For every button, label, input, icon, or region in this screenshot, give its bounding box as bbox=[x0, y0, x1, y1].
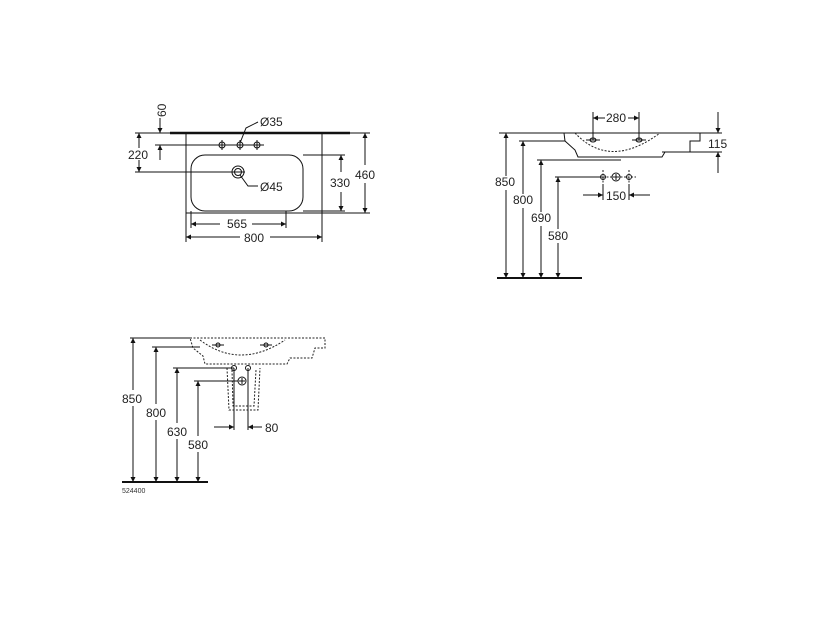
dim-pedestal-supply-height: 580 bbox=[188, 438, 208, 452]
tap-marker-icons bbox=[586, 137, 646, 143]
dim-basin-inner-depth: 330 bbox=[330, 176, 350, 190]
dim-waste-height: 690 bbox=[531, 211, 551, 225]
side-view-wall: 280 115 150 850 bbox=[495, 111, 727, 279]
dim-pedestal-waste-height: 630 bbox=[167, 425, 187, 439]
dim-pedestal-rim-height: 850 bbox=[122, 392, 142, 406]
dim-basin-inner-width: 565 bbox=[227, 217, 247, 231]
dim-supply-spacing: 150 bbox=[606, 189, 626, 203]
pedestal-tap-marker-icons bbox=[212, 342, 272, 348]
side-view-pedestal: 80 850 800 630 580 524400 bbox=[122, 337, 326, 495]
dim-overall-depth: 460 bbox=[355, 168, 375, 182]
dim-tap-spacing: 280 bbox=[606, 111, 626, 125]
dim-underside-height: 800 bbox=[513, 193, 533, 207]
dim-rim-thickness: 115 bbox=[708, 137, 727, 151]
pedestal-supply-marker-icons bbox=[231, 365, 251, 430]
tap-hole-icons bbox=[214, 140, 264, 150]
product-code: 524400 bbox=[122, 488, 145, 495]
dim-pedestal-supply-spacing: 80 bbox=[265, 421, 279, 435]
dim-pedestal-underside-height: 800 bbox=[146, 406, 166, 420]
dim-waste-diameter: Ø45 bbox=[260, 180, 283, 194]
dim-deck-thickness: 60 bbox=[155, 103, 169, 117]
dim-tap-hole-diameter: Ø35 bbox=[260, 115, 283, 129]
top-view: Ø35 Ø45 60 220 330 460 565 bbox=[128, 103, 375, 245]
dim-overall-width: 800 bbox=[244, 231, 264, 245]
dim-supply-height: 580 bbox=[548, 229, 568, 243]
dim-tap-hole-offset: 220 bbox=[128, 148, 148, 162]
dim-rim-height: 850 bbox=[495, 175, 515, 189]
